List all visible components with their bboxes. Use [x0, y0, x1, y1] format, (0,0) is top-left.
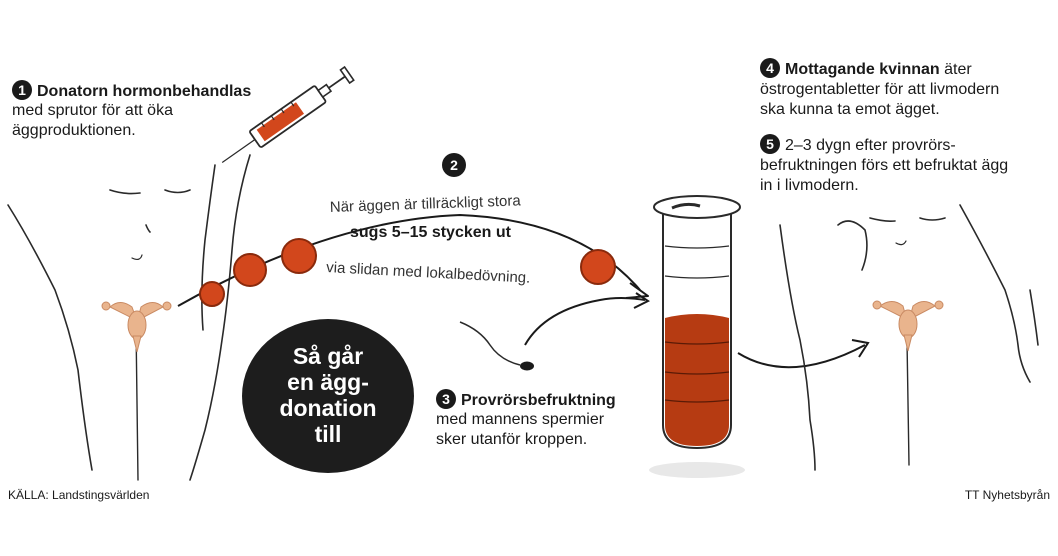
svg-text:När äggen är tillräckligt stor: När äggen är tillräckligt stora	[330, 192, 522, 216]
step-number: 5	[760, 134, 780, 154]
step-line: med sprutor för att öka	[12, 102, 173, 119]
egg	[199, 281, 225, 307]
credit-label: TT Nyhetsbyrån	[964, 488, 1050, 502]
step-title: Donatorn hormonbehandlas	[37, 83, 252, 100]
step-line: sker utanför kroppen.	[436, 431, 588, 448]
sperm-icon	[459, 321, 534, 371]
step-2-label: 2 När äggen är tillräckligt stora sugs 5…	[326, 153, 531, 287]
step-5: 5 2–3 dygn efter provrörs- befruktningen …	[760, 134, 1055, 196]
title-line: Så går	[292, 343, 364, 369]
recipient-body	[779, 204, 1039, 471]
egg	[281, 238, 317, 274]
recipient-uterus	[872, 300, 944, 352]
title-line: en ägg-	[287, 369, 369, 395]
step-number: 3	[436, 389, 456, 409]
step-1: 1 Donatorn hormonbehandlas med sprutor fö…	[12, 80, 312, 141]
step-line: ska kunna ta emot ägget.	[760, 101, 940, 118]
step-title-rest: äter	[939, 61, 972, 78]
step-line: in i livmodern.	[760, 177, 859, 194]
egg	[580, 249, 616, 285]
step-line: äggproduktionen.	[12, 122, 136, 139]
step-line: 2–3 dygn efter provrörs-	[785, 137, 956, 154]
step-line: med mannens spermier	[436, 411, 605, 428]
syringe-icon	[221, 65, 355, 163]
svg-text:via slidan med lokalbedövning.: via slidan med lokalbedövning.	[326, 259, 531, 287]
step-title: Mottagande kvinnan	[785, 61, 940, 78]
title-line: donation	[279, 395, 377, 421]
step-number: 1	[12, 80, 32, 100]
svg-text:sugs 5–15 stycken ut: sugs 5–15 stycken ut	[350, 224, 512, 241]
source-label: KÄLLA: Landstingsvärlden	[8, 488, 150, 502]
test-tube-icon	[649, 195, 745, 478]
title-badge: Så går en ägg- donation till	[242, 319, 414, 473]
transfer-arrow	[737, 344, 866, 369]
egg	[233, 253, 267, 287]
step-line: befruktningen förs ett befruktat ägg	[760, 157, 1009, 174]
eggs	[199, 238, 616, 307]
step-number: 4	[760, 58, 780, 78]
step-4: 4 Mottagande kvinnan äter östrogentablett…	[760, 58, 1050, 120]
donor-uterus	[101, 301, 172, 353]
sperm-arrow	[524, 297, 646, 346]
title-line: till	[314, 421, 342, 447]
step-3: 3 Provrörsbefruktning med mannens spermie…	[436, 389, 666, 450]
donor-body	[7, 154, 251, 481]
step-line: östrogentabletter för att livmodern	[760, 81, 1000, 98]
svg-text:2: 2	[450, 157, 458, 173]
step-title: Provrörsbefruktning	[461, 392, 616, 409]
